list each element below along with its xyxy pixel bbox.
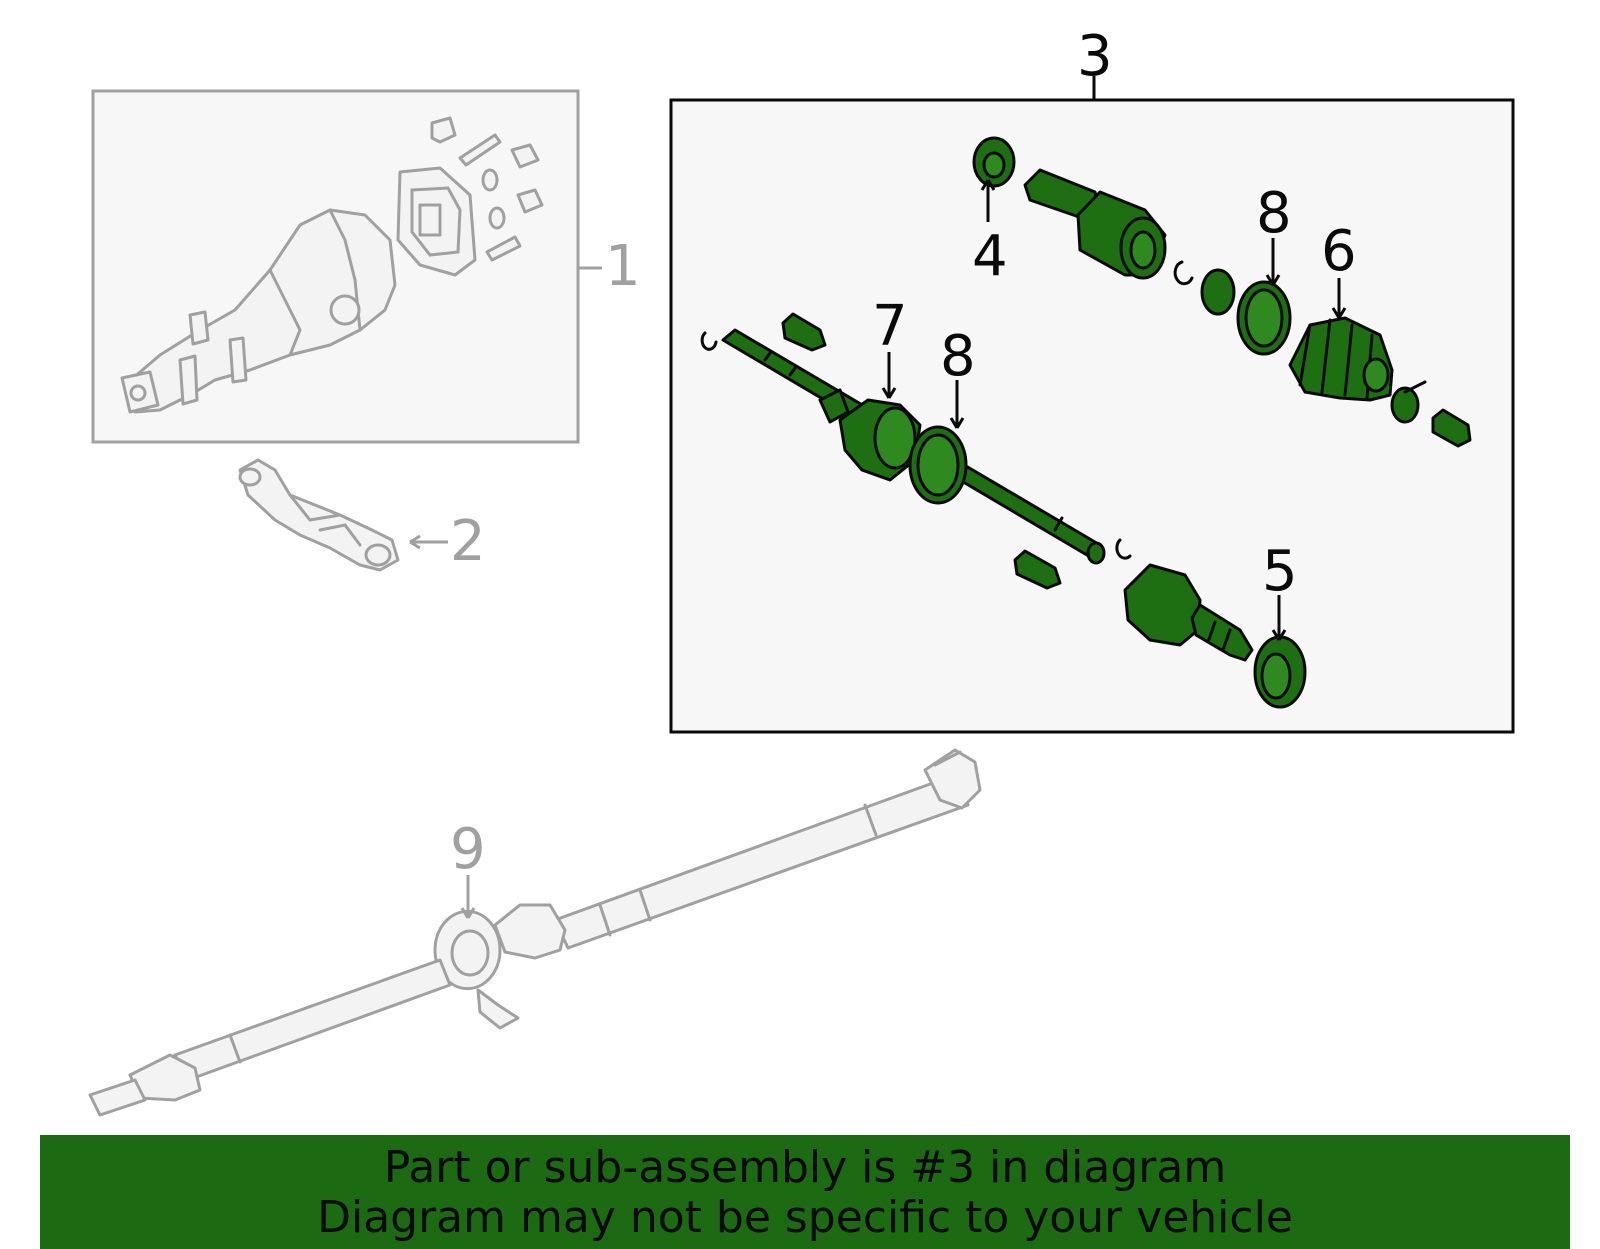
inner-joint-housing — [1023, 168, 1167, 280]
grease-plug-lower — [1013, 549, 1062, 590]
outer-circlip — [1115, 538, 1132, 560]
callout-7-arrow — [881, 352, 897, 399]
callout-8-lower: 8 — [940, 324, 976, 389]
mount-bracket-group: 2 — [238, 458, 486, 574]
boot-clamp-lower — [908, 425, 968, 505]
shaft-center-joint — [493, 903, 567, 960]
callout-6: 6 — [1321, 219, 1357, 284]
notice-line-1: Part or sub-assembly is #3 in diagram — [383, 1142, 1227, 1193]
cv-boot — [1288, 316, 1394, 402]
callout-9-arrow — [460, 875, 476, 919]
inner-snap-ring — [1200, 268, 1236, 316]
boot-band-small — [1390, 380, 1427, 424]
notice-banner: Part or sub-assembly is #3 in diagram Di… — [40, 1135, 1570, 1249]
callout-6-arrow — [1331, 278, 1347, 319]
differential-small-parts — [430, 116, 544, 262]
callout-5: 5 — [1262, 539, 1298, 604]
notice-line-2: Diagram may not be specific to your vehi… — [317, 1192, 1293, 1243]
differential-housing — [120, 208, 397, 414]
outer-cv-joint — [1123, 563, 1254, 662]
callout-8-upper: 8 — [1256, 181, 1292, 246]
grease-plug-upper — [781, 312, 827, 352]
propeller-shaft-front-tube — [173, 958, 452, 1082]
front-yoke-stub — [88, 1078, 147, 1117]
inner-circlip — [1173, 260, 1194, 286]
shaft-damper — [818, 388, 922, 482]
callout-4: 4 — [972, 224, 1008, 289]
callout-2: 2 — [450, 509, 486, 574]
differential-cover — [396, 166, 477, 277]
outer-seal — [1253, 635, 1307, 709]
drive-shaft-group: 9 — [88, 748, 982, 1117]
callout-2-arrow — [409, 534, 448, 550]
callout-7: 7 — [872, 294, 908, 359]
inner-seal — [972, 136, 1016, 188]
grease-plug-right — [1431, 408, 1472, 448]
callout-3: 3 — [1077, 24, 1113, 89]
axle-assembly-group: 3 4 8 — [669, 24, 1515, 734]
propeller-shaft-rear-tube — [553, 773, 970, 950]
callout-5-arrow — [1271, 595, 1287, 641]
callout-4-arrow — [980, 179, 996, 222]
callout-9: 9 — [450, 817, 486, 882]
boot-clamp-upper — [1236, 280, 1292, 356]
differential-assembly-group: 1 — [91, 89, 641, 444]
callout-8-lower-arrow — [949, 380, 965, 429]
callout-8-upper-arrow — [1265, 238, 1281, 286]
callout-1: 1 — [605, 234, 641, 299]
